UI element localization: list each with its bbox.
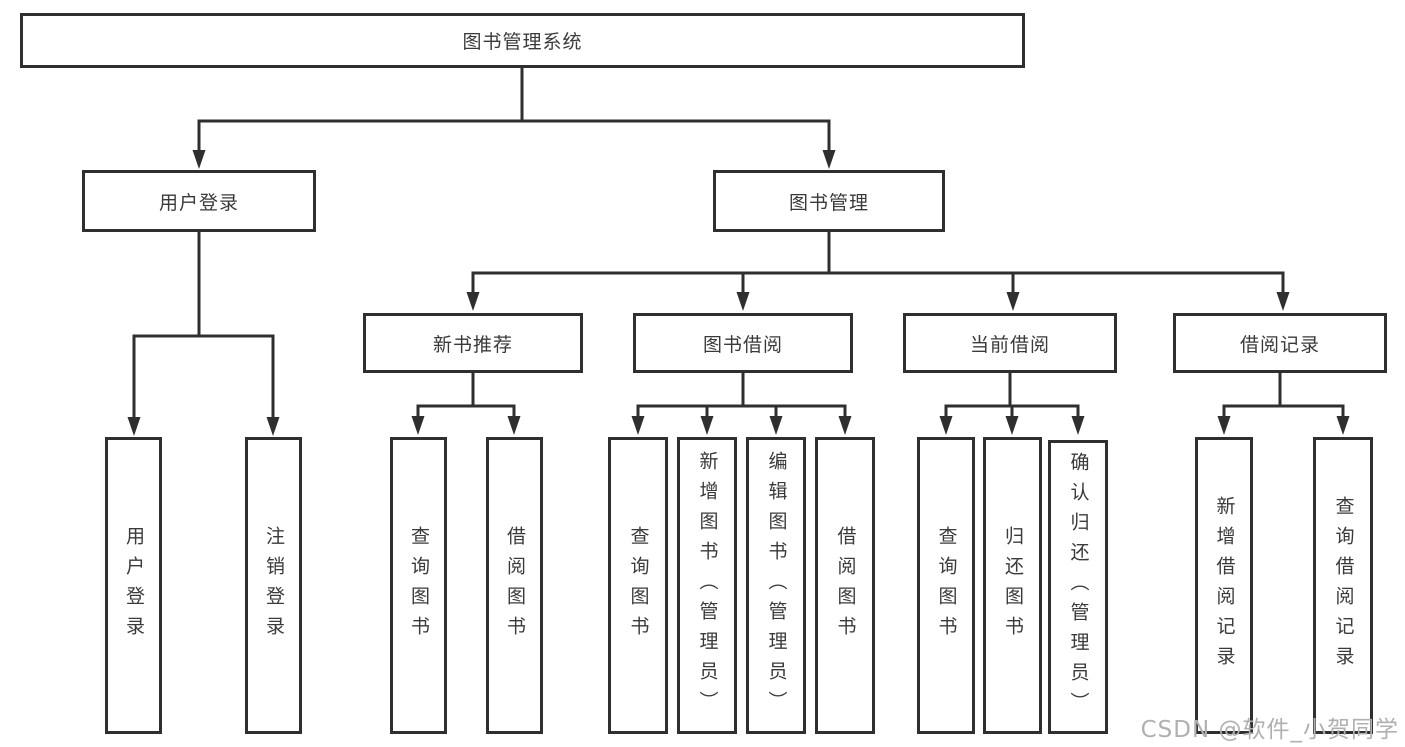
leaf-current-return-books-label: 归还图书: [1002, 525, 1024, 646]
leaf-recommend-borrow-books: 借阅图书: [486, 437, 543, 734]
leaf-current-query-books: 查询图书: [917, 437, 975, 734]
leaf-borrow-query-books-label: 查询图书: [627, 525, 650, 646]
leaf-recommend-borrow-books-label: 借阅图书: [504, 525, 526, 646]
node-new-book-recommend: 新书推荐: [363, 313, 583, 373]
leaf-borrow-add-books-admin-label: 新增图书（管理员）: [696, 450, 719, 721]
leaf-records-add-record: 新增借阅记录: [1195, 437, 1253, 734]
leaf-records-query-record: 查询借阅记录: [1313, 437, 1373, 734]
leaf-logout: 注销登录: [245, 437, 302, 734]
node-book-management-label: 图书管理: [788, 191, 869, 214]
leaf-records-add-record-label: 新增借阅记录: [1213, 495, 1236, 676]
node-root-label: 图书管理系统: [462, 31, 583, 53]
node-book-borrow-label: 图书借阅: [702, 333, 783, 356]
leaf-current-confirm-return-admin-label: 确认归还（管理员）: [1067, 452, 1090, 722]
node-borrow-records: 借阅记录: [1173, 313, 1387, 373]
leaf-borrow-query-books: 查询图书: [608, 437, 668, 734]
leaf-logout-label: 注销登录: [263, 525, 285, 646]
leaf-records-query-record-label: 查询借阅记录: [1332, 495, 1355, 676]
leaf-recommend-query-books: 查询图书: [390, 437, 447, 734]
node-user-login-label: 用户登录: [158, 191, 239, 214]
leaf-borrow-borrow-books: 借阅图书: [815, 437, 875, 734]
node-new-book-recommend-label: 新书推荐: [432, 333, 513, 356]
leaf-borrow-borrow-books-label: 借阅图书: [834, 525, 857, 646]
leaf-borrow-edit-books-admin: 编辑图书（管理员）: [746, 437, 806, 734]
node-current-borrow-label: 当前借阅: [969, 333, 1050, 356]
leaf-current-query-books-label: 查询图书: [935, 525, 958, 646]
leaf-borrow-add-books-admin: 新增图书（管理员）: [677, 437, 737, 734]
leaf-recommend-query-books-label: 查询图书: [408, 525, 430, 646]
node-book-management: 图书管理: [713, 170, 945, 232]
node-root: 图书管理系统: [20, 13, 1025, 68]
node-borrow-records-label: 借阅记录: [1239, 333, 1320, 356]
node-user-login: 用户登录: [82, 170, 316, 232]
node-current-borrow: 当前借阅: [903, 313, 1117, 373]
node-book-borrow: 图书借阅: [633, 313, 853, 373]
leaf-borrow-edit-books-admin-label: 编辑图书（管理员）: [765, 450, 788, 721]
leaf-user-login: 用户登录: [105, 437, 162, 734]
leaf-user-login-label: 用户登录: [123, 525, 145, 646]
csdn-watermark: CSDN @软件_小贺同学: [1140, 717, 1399, 743]
leaf-current-confirm-return-admin: 确认归还（管理员）: [1048, 440, 1108, 734]
leaf-current-return-books: 归还图书: [983, 437, 1042, 734]
